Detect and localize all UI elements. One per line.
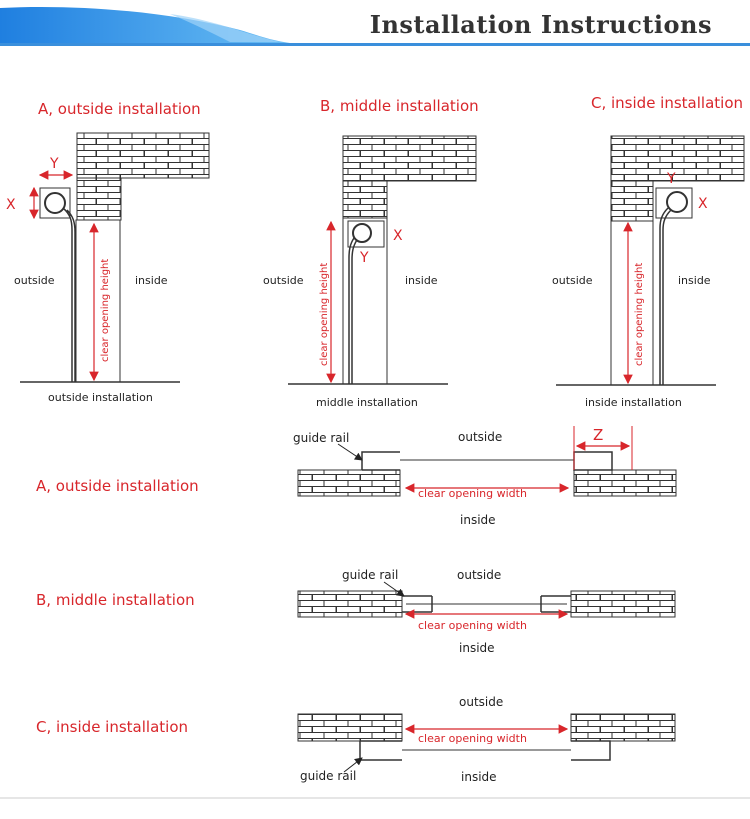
outside-label: outside <box>458 430 502 444</box>
height-label: clear opening height <box>634 263 645 366</box>
section-a-heading: A, outside installation <box>38 100 201 118</box>
right-guide-rail <box>571 740 611 761</box>
inside-label: inside <box>460 513 496 527</box>
guide-rail-label: guide rail <box>293 431 349 445</box>
right-guide-rail <box>573 451 613 471</box>
inside-label: inside <box>678 274 711 287</box>
dim-y-label: Y <box>666 171 676 187</box>
header-wave <box>0 6 750 46</box>
shutter-curtain <box>659 207 672 385</box>
roller-drum <box>44 192 66 214</box>
guide-rail-pointer <box>383 581 405 597</box>
roller-drum <box>352 223 372 243</box>
left-wall <box>297 469 401 497</box>
plan-a-heading: A, outside installation <box>36 477 199 495</box>
left-guide-rail <box>361 451 400 471</box>
page-title: Installation Instructions <box>369 10 712 39</box>
guide-rail-label: guide rail <box>300 769 356 783</box>
width-label: clear opening width <box>418 732 527 745</box>
caption: middle installation <box>316 396 418 409</box>
section-a-vertical: A, outside installation X Y clear openin… <box>6 100 210 404</box>
section-c-plan: C, inside installation clear opening wid… <box>36 695 676 784</box>
wall-jamb <box>610 220 654 386</box>
left-guide-rail <box>359 740 402 761</box>
caption: outside installation <box>48 391 153 404</box>
roller-drum <box>666 191 688 213</box>
height-label: clear opening height <box>100 259 111 362</box>
dim-x-label: X <box>698 196 708 212</box>
outside-label: outside <box>14 274 55 287</box>
section-c-heading: C, inside installation <box>591 94 743 112</box>
inside-label: inside <box>405 274 438 287</box>
dim-y-label: Y <box>49 156 59 172</box>
wall-brick <box>76 177 122 221</box>
shutter-curtain <box>62 207 76 382</box>
lintel-brick <box>342 135 477 182</box>
section-b-plan: B, middle installation clear opening wid… <box>36 568 676 655</box>
wall-brick <box>342 180 388 219</box>
wall-jamb <box>75 219 121 383</box>
outside-label: outside <box>457 568 501 582</box>
height-label: clear opening height <box>319 263 330 366</box>
dim-x-label: X <box>393 228 403 244</box>
plan-b-heading: B, middle installation <box>36 591 195 609</box>
section-c-vertical: C, inside installation clear opening hei… <box>552 94 745 409</box>
right-wall <box>570 713 676 742</box>
guide-rail-label: guide rail <box>342 568 398 582</box>
plan-c-heading: C, inside installation <box>36 718 188 736</box>
section-b-heading: B, middle installation <box>320 97 479 115</box>
header-banner: Installation Instructions <box>0 0 750 48</box>
width-label: clear opening width <box>418 619 527 632</box>
dim-y-label: Y <box>359 250 369 266</box>
section-b-vertical: B, middle installation clear opening hei… <box>263 97 479 409</box>
inside-label: inside <box>459 641 495 655</box>
outside-label: outside <box>263 274 304 287</box>
dim-x-label: X <box>6 197 16 213</box>
guide-rail-pointer <box>337 443 363 461</box>
inside-label: inside <box>461 770 497 784</box>
right-wall <box>573 469 677 497</box>
caption: inside installation <box>585 396 682 409</box>
width-label: clear opening width <box>418 487 527 500</box>
shutter-curtain <box>348 237 358 384</box>
right-wall <box>570 590 676 618</box>
guide-rail-pointer <box>343 757 363 773</box>
wall-brick <box>610 180 654 222</box>
outside-label: outside <box>459 695 503 709</box>
dim-z-label: Z <box>593 426 603 444</box>
outside-label: outside <box>552 274 593 287</box>
left-wall <box>297 713 403 742</box>
inside-label: inside <box>135 274 168 287</box>
section-a-plan: A, outside installation clear opening wi… <box>36 426 677 527</box>
lintel-brick <box>76 132 210 179</box>
left-wall <box>297 590 403 618</box>
lintel-brick <box>610 135 745 182</box>
